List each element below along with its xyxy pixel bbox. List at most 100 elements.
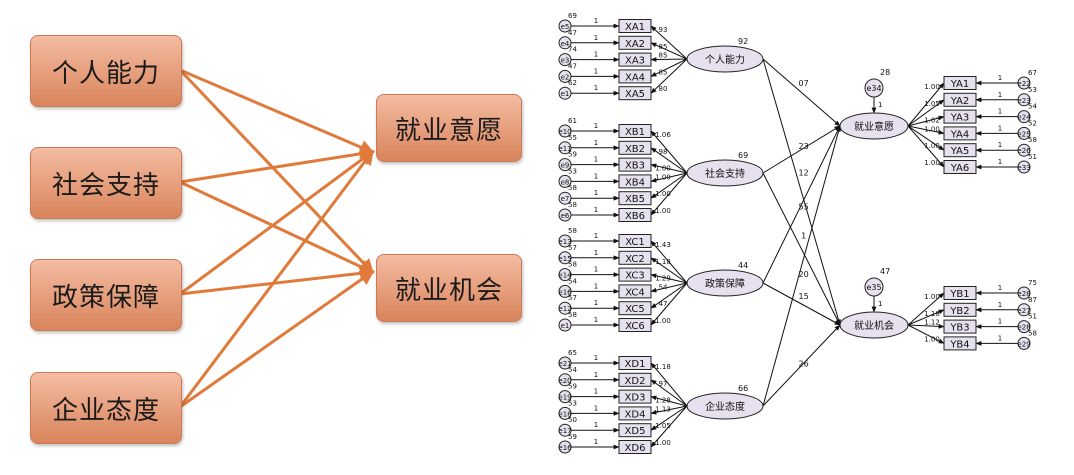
indicator-label: XD4 bbox=[625, 409, 646, 420]
loading-label: 1.43 bbox=[655, 241, 671, 249]
loading-path bbox=[650, 273, 688, 284]
error-label: e1 bbox=[561, 322, 570, 330]
outcome-ellipse bbox=[839, 112, 909, 140]
error-circle bbox=[1017, 286, 1031, 300]
indicator-box bbox=[618, 191, 652, 206]
indicator-box bbox=[618, 267, 652, 282]
error-circle bbox=[558, 268, 572, 282]
loading-label: 1.00 bbox=[924, 293, 940, 301]
error-label: e16 bbox=[558, 288, 572, 296]
loading-label: 80 bbox=[659, 85, 668, 93]
fixed-one-label: 1 bbox=[594, 51, 598, 59]
structural-path bbox=[762, 58, 841, 326]
indicator-box bbox=[618, 208, 652, 222]
error-label: e19 bbox=[558, 394, 571, 402]
error-variance-label: 54 bbox=[568, 277, 577, 285]
path-coefficient: 26 bbox=[799, 360, 809, 369]
error-label: e24 bbox=[1017, 114, 1031, 122]
loading-path bbox=[907, 125, 945, 151]
indicator-label: YA3 bbox=[950, 113, 970, 124]
fixed-one-label: 1 bbox=[594, 438, 598, 446]
error-variance-label: 55 bbox=[568, 134, 577, 142]
loading-label: 85 bbox=[659, 68, 668, 76]
fixed-one-label: 1 bbox=[998, 158, 1002, 166]
error-variance-label: 52 bbox=[1028, 119, 1037, 127]
structural-path bbox=[762, 58, 841, 127]
latent-factor-label: 社会支持 bbox=[705, 167, 745, 180]
error-variance-label: 69 bbox=[568, 12, 577, 20]
loading-path bbox=[907, 292, 945, 326]
indicator-box bbox=[618, 52, 652, 67]
indicator-box bbox=[943, 336, 977, 351]
error-circle bbox=[558, 36, 572, 50]
loading-label: 47 bbox=[659, 300, 668, 308]
loading-path bbox=[650, 405, 688, 431]
path-coefficient: 12 bbox=[799, 169, 809, 178]
loading-label: 1.05 bbox=[655, 422, 671, 430]
error-variance-label: 58 bbox=[568, 311, 577, 319]
factor-label: 个人能力 bbox=[51, 58, 160, 89]
concept-arrow-3-0 bbox=[178, 149, 374, 408]
fixed-one-label: 1 bbox=[594, 266, 598, 274]
indicator-box bbox=[618, 356, 652, 370]
error-variance-label: 47 bbox=[568, 29, 577, 37]
fixed-one-label: 1 bbox=[594, 172, 598, 180]
error-label: e18 bbox=[558, 410, 571, 418]
concept-arrow-3-1 bbox=[179, 270, 375, 409]
fixed-one-label: 1 bbox=[594, 371, 598, 379]
latent-factor-label: 政策保障 bbox=[705, 277, 745, 290]
latent-factor-label: 企业态度 bbox=[705, 400, 745, 413]
fixed-one-label: 1 bbox=[594, 316, 598, 324]
structural-path bbox=[762, 125, 841, 407]
indicator-box bbox=[943, 109, 977, 124]
error-label: e8 bbox=[561, 178, 570, 186]
outcome-label: 就业意愿 bbox=[394, 115, 503, 146]
error-variance-label: 58 bbox=[1028, 136, 1037, 144]
latent-factor-ellipse bbox=[686, 159, 764, 187]
error-circle bbox=[558, 174, 572, 188]
loading-path bbox=[650, 42, 688, 60]
indicator-label: XB5 bbox=[625, 194, 645, 205]
loading-path bbox=[650, 172, 688, 183]
error-circle bbox=[558, 86, 572, 100]
indicator-box bbox=[943, 319, 977, 334]
factor-box-3: 企业态度 bbox=[30, 372, 182, 444]
path-coefficient: 1 bbox=[801, 231, 806, 240]
loading-label: 54 bbox=[659, 283, 668, 291]
fixed-one-label: 1 bbox=[594, 67, 598, 75]
concept-arrow-2-1 bbox=[179, 265, 375, 296]
indicator-box bbox=[618, 389, 652, 404]
indicator-label: YA2 bbox=[950, 96, 970, 107]
indicator-label: XD2 bbox=[625, 376, 646, 387]
structural-path bbox=[762, 282, 841, 326]
error-circle bbox=[1017, 320, 1031, 334]
error-label: e7 bbox=[561, 195, 570, 203]
error-circle bbox=[558, 284, 572, 298]
outcome-box-0: 就业意愿 bbox=[376, 94, 522, 162]
fixed-one-label: 1 bbox=[594, 299, 598, 307]
error-variance-label: 87 bbox=[1028, 296, 1037, 304]
error-circle bbox=[558, 69, 572, 83]
loading-path bbox=[907, 309, 945, 326]
fixed-one-label: 1 bbox=[594, 388, 598, 396]
error-label: e28 bbox=[1017, 290, 1030, 298]
error-variance-label: 74 bbox=[568, 46, 577, 54]
factor-box-2: 政策保障 bbox=[30, 259, 182, 331]
indicator-box bbox=[943, 160, 977, 174]
indicator-label: XB3 bbox=[625, 161, 645, 172]
error-label: e25 bbox=[1017, 130, 1030, 138]
error-circle bbox=[1017, 126, 1031, 140]
loading-path bbox=[650, 362, 688, 407]
loading-label: 98 bbox=[659, 148, 668, 156]
indicator-label: YB3 bbox=[949, 323, 969, 334]
error-circle bbox=[558, 251, 572, 265]
latent-factor-label: 个人能力 bbox=[705, 53, 745, 66]
indicator-label: XD3 bbox=[625, 393, 646, 404]
indicator-box bbox=[943, 92, 977, 107]
indicator-label: XB6 bbox=[625, 211, 645, 222]
indicator-box bbox=[618, 423, 652, 438]
error-variance-label: 58 bbox=[568, 227, 577, 235]
indicator-label: YA6 bbox=[950, 163, 970, 174]
error-label: e2 bbox=[561, 73, 570, 81]
error-label: e20 bbox=[558, 377, 571, 385]
